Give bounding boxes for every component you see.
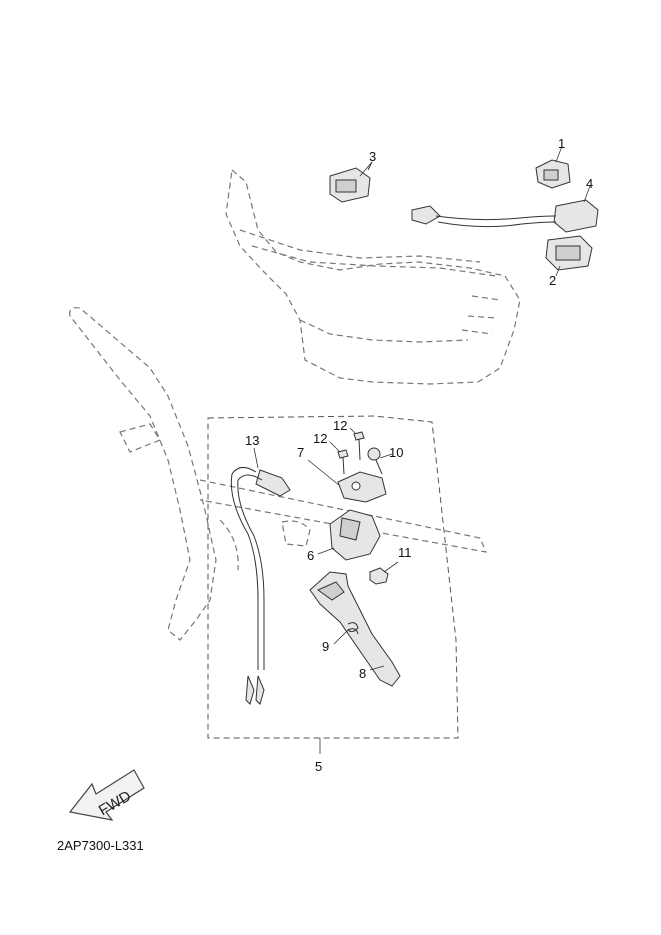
diagram-code: 2AP7300-L331 bbox=[57, 838, 144, 853]
callout-12a: 12 bbox=[313, 431, 328, 446]
ghost-body-outline bbox=[225, 168, 521, 385]
leader-9 bbox=[333, 629, 349, 645]
leader-4 bbox=[583, 185, 591, 203]
leader-11 bbox=[383, 561, 399, 573]
part-4-switch-wire bbox=[411, 199, 599, 233]
callout-8: 8 bbox=[359, 666, 367, 681]
part-10-bolt bbox=[367, 447, 383, 475]
leader-6 bbox=[317, 547, 335, 555]
part-1-switch bbox=[535, 159, 571, 189]
leader-7 bbox=[307, 459, 341, 487]
part-2-switch bbox=[545, 235, 593, 271]
callout-7: 7 bbox=[297, 445, 305, 460]
leader-12a bbox=[329, 441, 341, 453]
part-11-nut bbox=[369, 567, 389, 585]
leader-1 bbox=[555, 145, 563, 163]
leader-13 bbox=[253, 447, 259, 469]
leader-8 bbox=[369, 665, 385, 671]
callout-13: 13 bbox=[245, 433, 260, 448]
callout-1: 1 bbox=[558, 136, 566, 151]
leader-12b bbox=[349, 427, 357, 435]
part-6-bracket bbox=[329, 509, 381, 561]
part-9-spring bbox=[347, 622, 359, 635]
callout-11: 11 bbox=[398, 545, 412, 560]
callout-4: 4 bbox=[586, 176, 594, 191]
callout-12b: 12 bbox=[333, 418, 348, 433]
leader-10 bbox=[379, 453, 393, 459]
callout-9: 9 bbox=[322, 639, 330, 654]
leader-2 bbox=[555, 265, 561, 277]
part-3-switch bbox=[329, 161, 373, 203]
callout-3: 3 bbox=[369, 149, 377, 164]
assembly-box bbox=[207, 415, 459, 739]
part-12-screws bbox=[337, 431, 365, 475]
callout-2: 2 bbox=[549, 273, 557, 288]
part-7-holder bbox=[337, 471, 387, 503]
ghost-handlebar bbox=[69, 307, 487, 641]
callout-5: 5 bbox=[315, 759, 323, 774]
part-13-switch-cable bbox=[230, 467, 291, 705]
leader-3 bbox=[359, 161, 373, 177]
fwd-arrow-icon bbox=[68, 769, 145, 821]
callout-10: 10 bbox=[389, 445, 404, 460]
callout-6: 6 bbox=[307, 548, 315, 563]
